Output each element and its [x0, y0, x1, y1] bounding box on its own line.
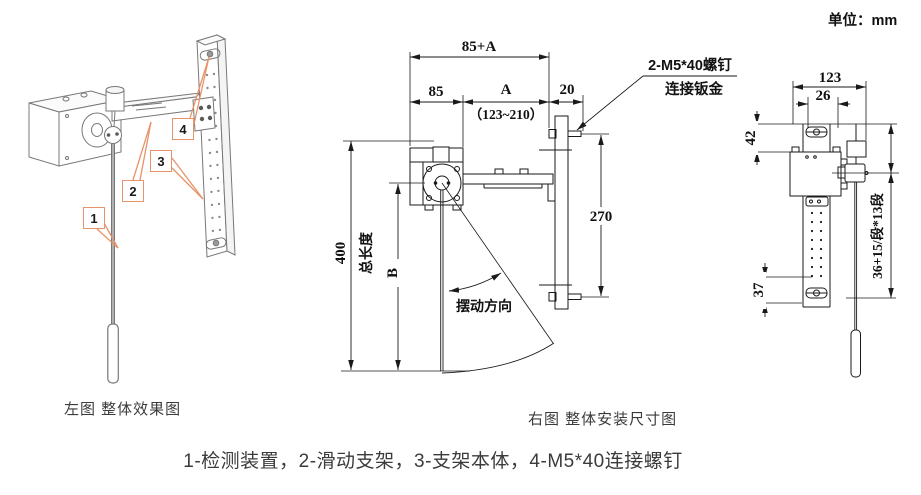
dim-123: 123 [819, 70, 842, 86]
side-dimension-view: 123 26 42 37 36+15/段*13段 [742, 70, 899, 378]
rail-bottom-screw [205, 237, 227, 250]
label-swing-direction: 摆动方向 [456, 298, 512, 314]
dim-270: 270 [590, 209, 613, 225]
pendulum-front [440, 182, 555, 374]
rail-top-screw [199, 48, 221, 61]
dim-42: 42 [743, 131, 759, 146]
dim-total-width: 85+A [462, 39, 497, 55]
dim-37: 37 [751, 282, 767, 298]
pendulum-side [837, 124, 869, 378]
note-screw-line2: 连接钣金 [665, 80, 723, 98]
pendulum-assembly [104, 110, 122, 384]
dimension-lines-middle [348, 54, 737, 370]
dim-A-range: （123~210） [469, 107, 544, 122]
rail-side [755, 123, 897, 308]
device-box [28, 90, 122, 167]
left-view-caption: 左图 整体效果图 [64, 401, 182, 418]
dim-85: 85 [429, 84, 444, 100]
dim-26: 26 [816, 88, 832, 104]
dim-400: 400 [333, 242, 349, 265]
label-total-length: 总长度 [358, 231, 374, 274]
dim-20: 20 [560, 82, 575, 98]
extension-lines-middle [341, 52, 609, 372]
callout-1-detection-device: 1 [83, 207, 105, 229]
unit-label: 单位：mm [828, 13, 898, 29]
callout-4-screw: 4 [172, 118, 194, 140]
callout-3-bracket-body: 3 [150, 150, 172, 172]
right-view-caption: 右图 整体安装尺寸图 [528, 411, 678, 428]
note-screw-line1: 2-M5*40螺钉 [648, 56, 732, 74]
isometric-effect-view [28, 34, 236, 384]
front-dimension-view: 85+A 85 A （123~210） 20 270 400 总长度 B 摆动方… [333, 39, 737, 374]
dim-segments: 36+15/段*13段 [869, 193, 885, 279]
callout-leaders [96, 56, 210, 249]
callout-2-sliding-bracket: 2 [122, 180, 144, 202]
sliding-bracket-arm [105, 86, 216, 132]
device-body-front [409, 146, 464, 211]
dim-B: B [385, 268, 401, 278]
dim-A: A [501, 82, 512, 98]
legend-caption: 1-检测装置，2-滑动支架，3-支架本体，4-M5*40连接螺钉 [183, 451, 683, 472]
arm-and-plate-front [462, 115, 582, 310]
